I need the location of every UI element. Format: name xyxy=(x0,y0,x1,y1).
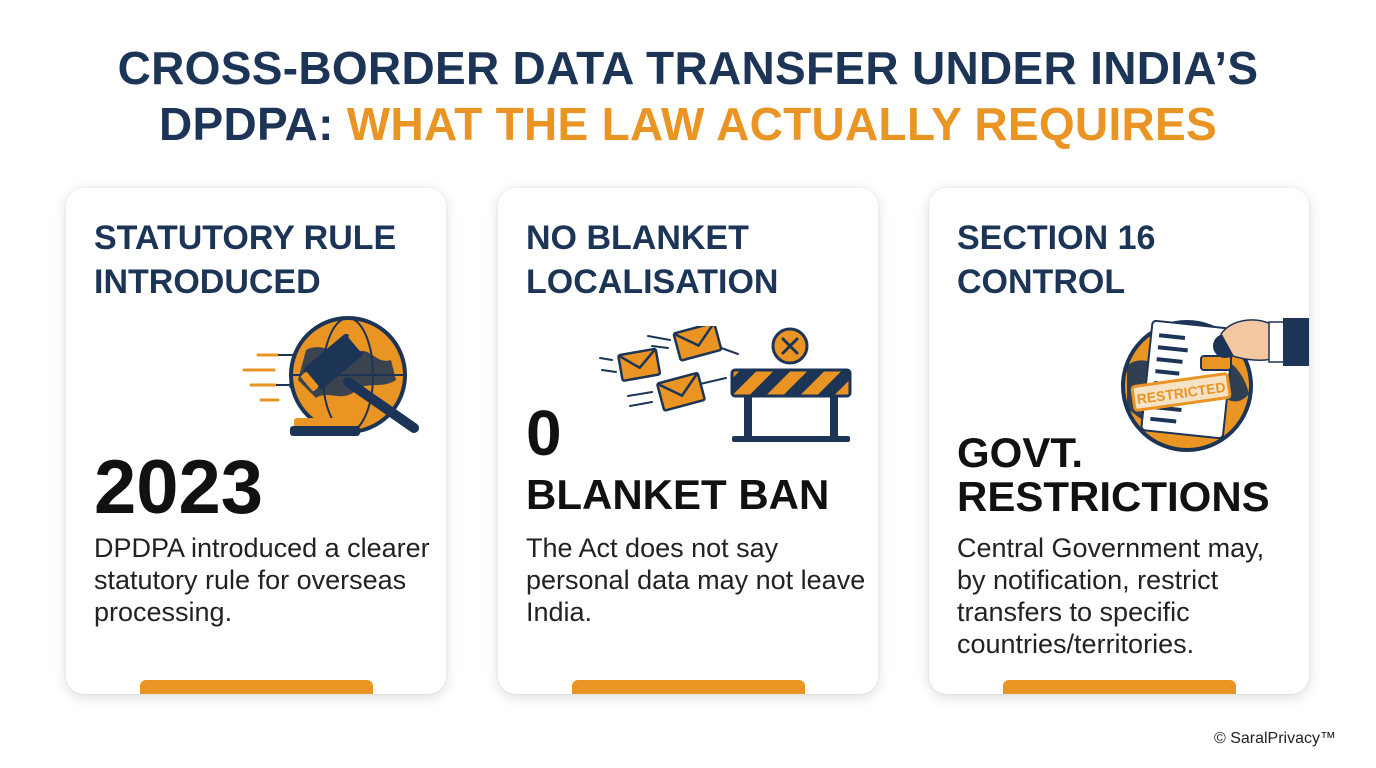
copyright-notice: © SaralPrivacy™ xyxy=(1213,730,1336,747)
stat-value: GOVT. xyxy=(957,429,1084,476)
stat-label: BLANKET BAN xyxy=(526,471,830,518)
title-line-2-highlight: WHAT THE LAW ACTUALLY REQUIRES xyxy=(346,98,1218,150)
page-title: CROSS-BORDER DATA TRANSFER UNDER INDIA’S… xyxy=(0,40,1376,152)
card-heading: SECTION 16 CONTROL xyxy=(957,219,1156,301)
accent-bar xyxy=(140,680,373,694)
stat-value: 2023 xyxy=(94,445,264,530)
globe-restricted-stamp-icon: RESTRICTED xyxy=(1121,318,1309,452)
accent-bar xyxy=(572,680,805,694)
card-description: The Act does not say personal data may n… xyxy=(526,533,866,627)
card-section-16-control: SECTION 16 CONTROL RESTRICTED xyxy=(929,188,1309,694)
card-heading: STATUTORY RULE INTRODUCED xyxy=(94,219,397,301)
card-statutory-rule: STATUTORY RULE INTRODUCED 2023 DPDP xyxy=(66,188,446,694)
title-line-1: CROSS-BORDER DATA TRANSFER UNDER INDIA’S xyxy=(117,42,1259,94)
card-description: DPDPA introduced a clearer statutory rul… xyxy=(94,533,430,627)
card-heading: NO BLANKET LOCALISATION xyxy=(526,219,779,301)
title-line-2-prefix: DPDPA: xyxy=(158,98,334,150)
stat-value: 0 xyxy=(526,397,562,469)
card-no-blanket-localisation: NO BLANKET LOCALISATION xyxy=(498,188,878,694)
globe-gavel-icon xyxy=(242,316,419,436)
envelopes-barrier-icon xyxy=(599,326,852,442)
stat-label: RESTRICTIONS xyxy=(957,473,1270,520)
accent-bar xyxy=(1003,680,1236,694)
card-description: Central Government may, by notification,… xyxy=(957,533,1265,659)
